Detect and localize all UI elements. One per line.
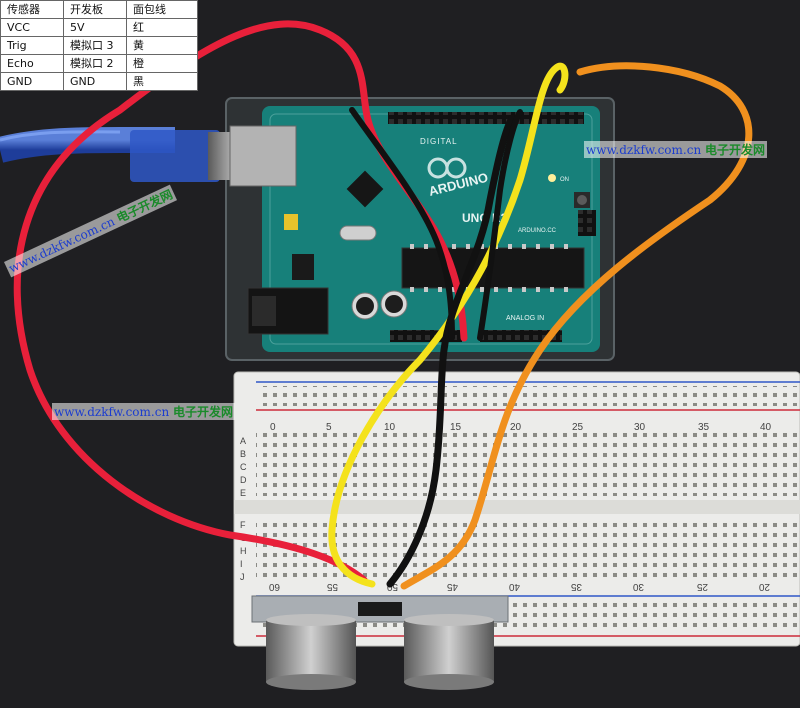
bb-bottom-number: 45 [446,581,458,592]
bb-bottom-number: 40 [508,581,520,592]
fuse [284,214,298,230]
voltage-regulator [292,254,314,280]
watermark-top-right: www.dzkfw.com.cn 电子开发网 [584,141,768,158]
on-led [548,174,556,182]
bb-row-letter: H [240,546,247,556]
table-row: VCC 5V 红 [0,18,198,37]
table-row: Trig 模拟口 3 黄 [0,36,198,55]
on-label: ON [560,177,569,183]
bb-top-number: 30 [634,422,646,433]
bb-row-letter: F [240,520,246,530]
table-cell: 红 [126,18,198,37]
bb-row-letter: J [240,572,245,582]
table-header-cell: 面包线 [126,0,198,19]
bb-row-letter: E [240,488,246,498]
bb-bottom-number: 35 [570,581,582,592]
table-cell: 黑 [126,72,198,91]
table-row: GND GND 黑 [0,72,198,91]
bb-bottom-number: 60 [268,581,280,592]
bb-top-number: 0 [270,422,276,433]
bb-bottom-number: 25 [696,581,708,592]
bb-row-letter: I [240,559,243,569]
table-cell: 5V [63,18,127,37]
transducer-left [266,614,356,690]
table-header-row: 传感器 开发板 面包线 [0,0,198,19]
table-cell: GND [0,72,64,91]
crystal [339,225,377,241]
table-cell: Echo [0,54,64,73]
bb-top-number: 25 [572,422,584,433]
table-cell: 黄 [126,36,198,55]
table-cell: VCC [0,18,64,37]
bb-top-number: 20 [510,422,522,433]
ultrasonic-sensor [251,595,509,690]
table-cell: GND [63,72,127,91]
bb-top-number: 40 [760,422,772,433]
analog-label: ANALOG IN [506,315,544,322]
watermark-domain: www.dzkfw.com.cn [54,405,170,419]
table-cell: 模拟口 3 [63,36,127,55]
table-cell: Trig [0,36,64,55]
watermark-site-name: 电子开发网 [173,405,234,419]
usb-connector [0,125,297,187]
wire-trig-yellow [328,62,569,588]
bb-bottom-number: 30 [632,581,644,592]
table-header-cell: 开发板 [63,0,127,19]
board-url-text: ARDUINO.CC [518,228,557,234]
table-header-cell: 传感器 [0,0,64,19]
arduino-logo [427,157,467,179]
bb-row-letter: A [240,436,246,446]
wire-gnd-black-extra [349,107,455,341]
icsp-header [578,210,596,236]
bb-row-letter: D [240,475,247,485]
sensor-pin-header [358,602,402,616]
table-cell: 模拟口 2 [63,54,127,73]
analog-header [480,330,562,342]
breadboard: 0 5 10 15 20 25 30 35 40 A B C D E F G H… [233,371,800,647]
transducer-right [404,614,494,690]
bb-top-number: 5 [326,422,332,433]
bb-top-number: 15 [450,422,462,433]
usb-cable-head [130,130,220,182]
wire-black-extra [477,109,523,341]
bb-bottom-number: 55 [326,581,338,592]
digital-label: DIGITAL [420,137,458,146]
wire-echo-orange [400,62,753,590]
watermark-center: www.dzkfw.com.cn 电子开发网 [52,403,236,420]
table-row: Echo 模拟口 2 橙 [0,54,198,73]
bb-row-letter: B [240,449,246,459]
pin-mapping-table: 传感器 开发板 面包线 VCC 5V 红 Trig 模拟口 3 黄 Echo 模… [0,0,198,91]
wire-gnd-black [386,114,516,588]
bb-row-letter: C [240,462,247,472]
watermark-domain: www.dzkfw.com.cn [586,143,702,157]
table-cell: 橙 [126,54,198,73]
center-channel [234,500,800,514]
usb-b-port [229,125,297,187]
bb-top-number: 10 [384,422,396,433]
bb-bottom-number: 20 [758,581,770,592]
watermark-site-name: 电子开发网 [705,143,766,157]
usb-controller-chip [346,170,384,208]
bb-top-number: 35 [698,422,710,433]
digital-header [388,112,584,124]
